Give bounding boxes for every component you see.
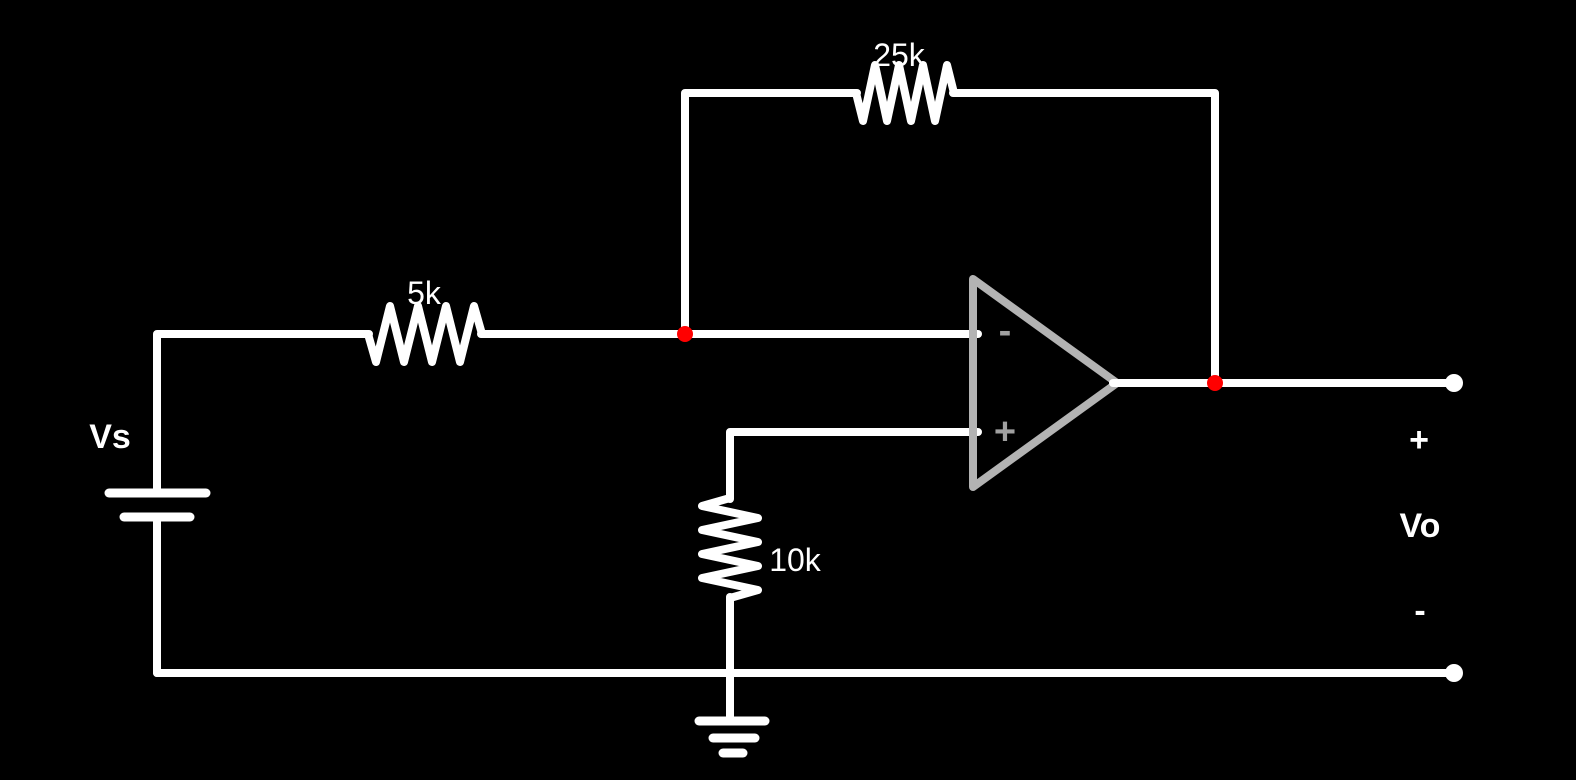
opamp-noninverting-sign: + [994, 411, 1016, 453]
terminal-negative [1445, 664, 1463, 682]
feedback-resistor-25k: 25k [681, 37, 1219, 387]
wire-source-top [153, 330, 373, 494]
opamp-inverting-sign: - [999, 310, 1012, 352]
output-plus-label: + [1409, 421, 1429, 459]
junction-dot-output-node [1207, 375, 1223, 391]
wire-feedback-left [681, 89, 861, 338]
noninverting-resistor-label: 10k [769, 542, 822, 578]
feedback-resistor-label: 25k [873, 37, 926, 73]
resistor-10k-zigzag [698, 494, 762, 602]
input-resistor-5k: 5k [364, 275, 982, 366]
input-resistor-label: 5k [407, 275, 442, 311]
junction-dot-inverting-node [677, 326, 693, 342]
output-minus-label: - [1414, 592, 1425, 630]
wire-noninverting-input [726, 428, 982, 503]
resistor-5k-zigzag [364, 302, 486, 366]
opamp-triangle [969, 275, 1121, 491]
resistor-25k-zigzag [852, 61, 958, 125]
voltage-source: Vs [89, 330, 373, 677]
ground-symbol [694, 669, 770, 758]
output-name-label: Vo [1400, 507, 1441, 545]
output-section: + Vo - [1109, 374, 1463, 682]
wire-feedback-right [949, 89, 1219, 387]
ground-resistor-10k: 10k [698, 428, 982, 677]
opamp: - + [969, 275, 1121, 491]
source-label: Vs [89, 418, 131, 456]
terminal-positive [1445, 374, 1463, 392]
